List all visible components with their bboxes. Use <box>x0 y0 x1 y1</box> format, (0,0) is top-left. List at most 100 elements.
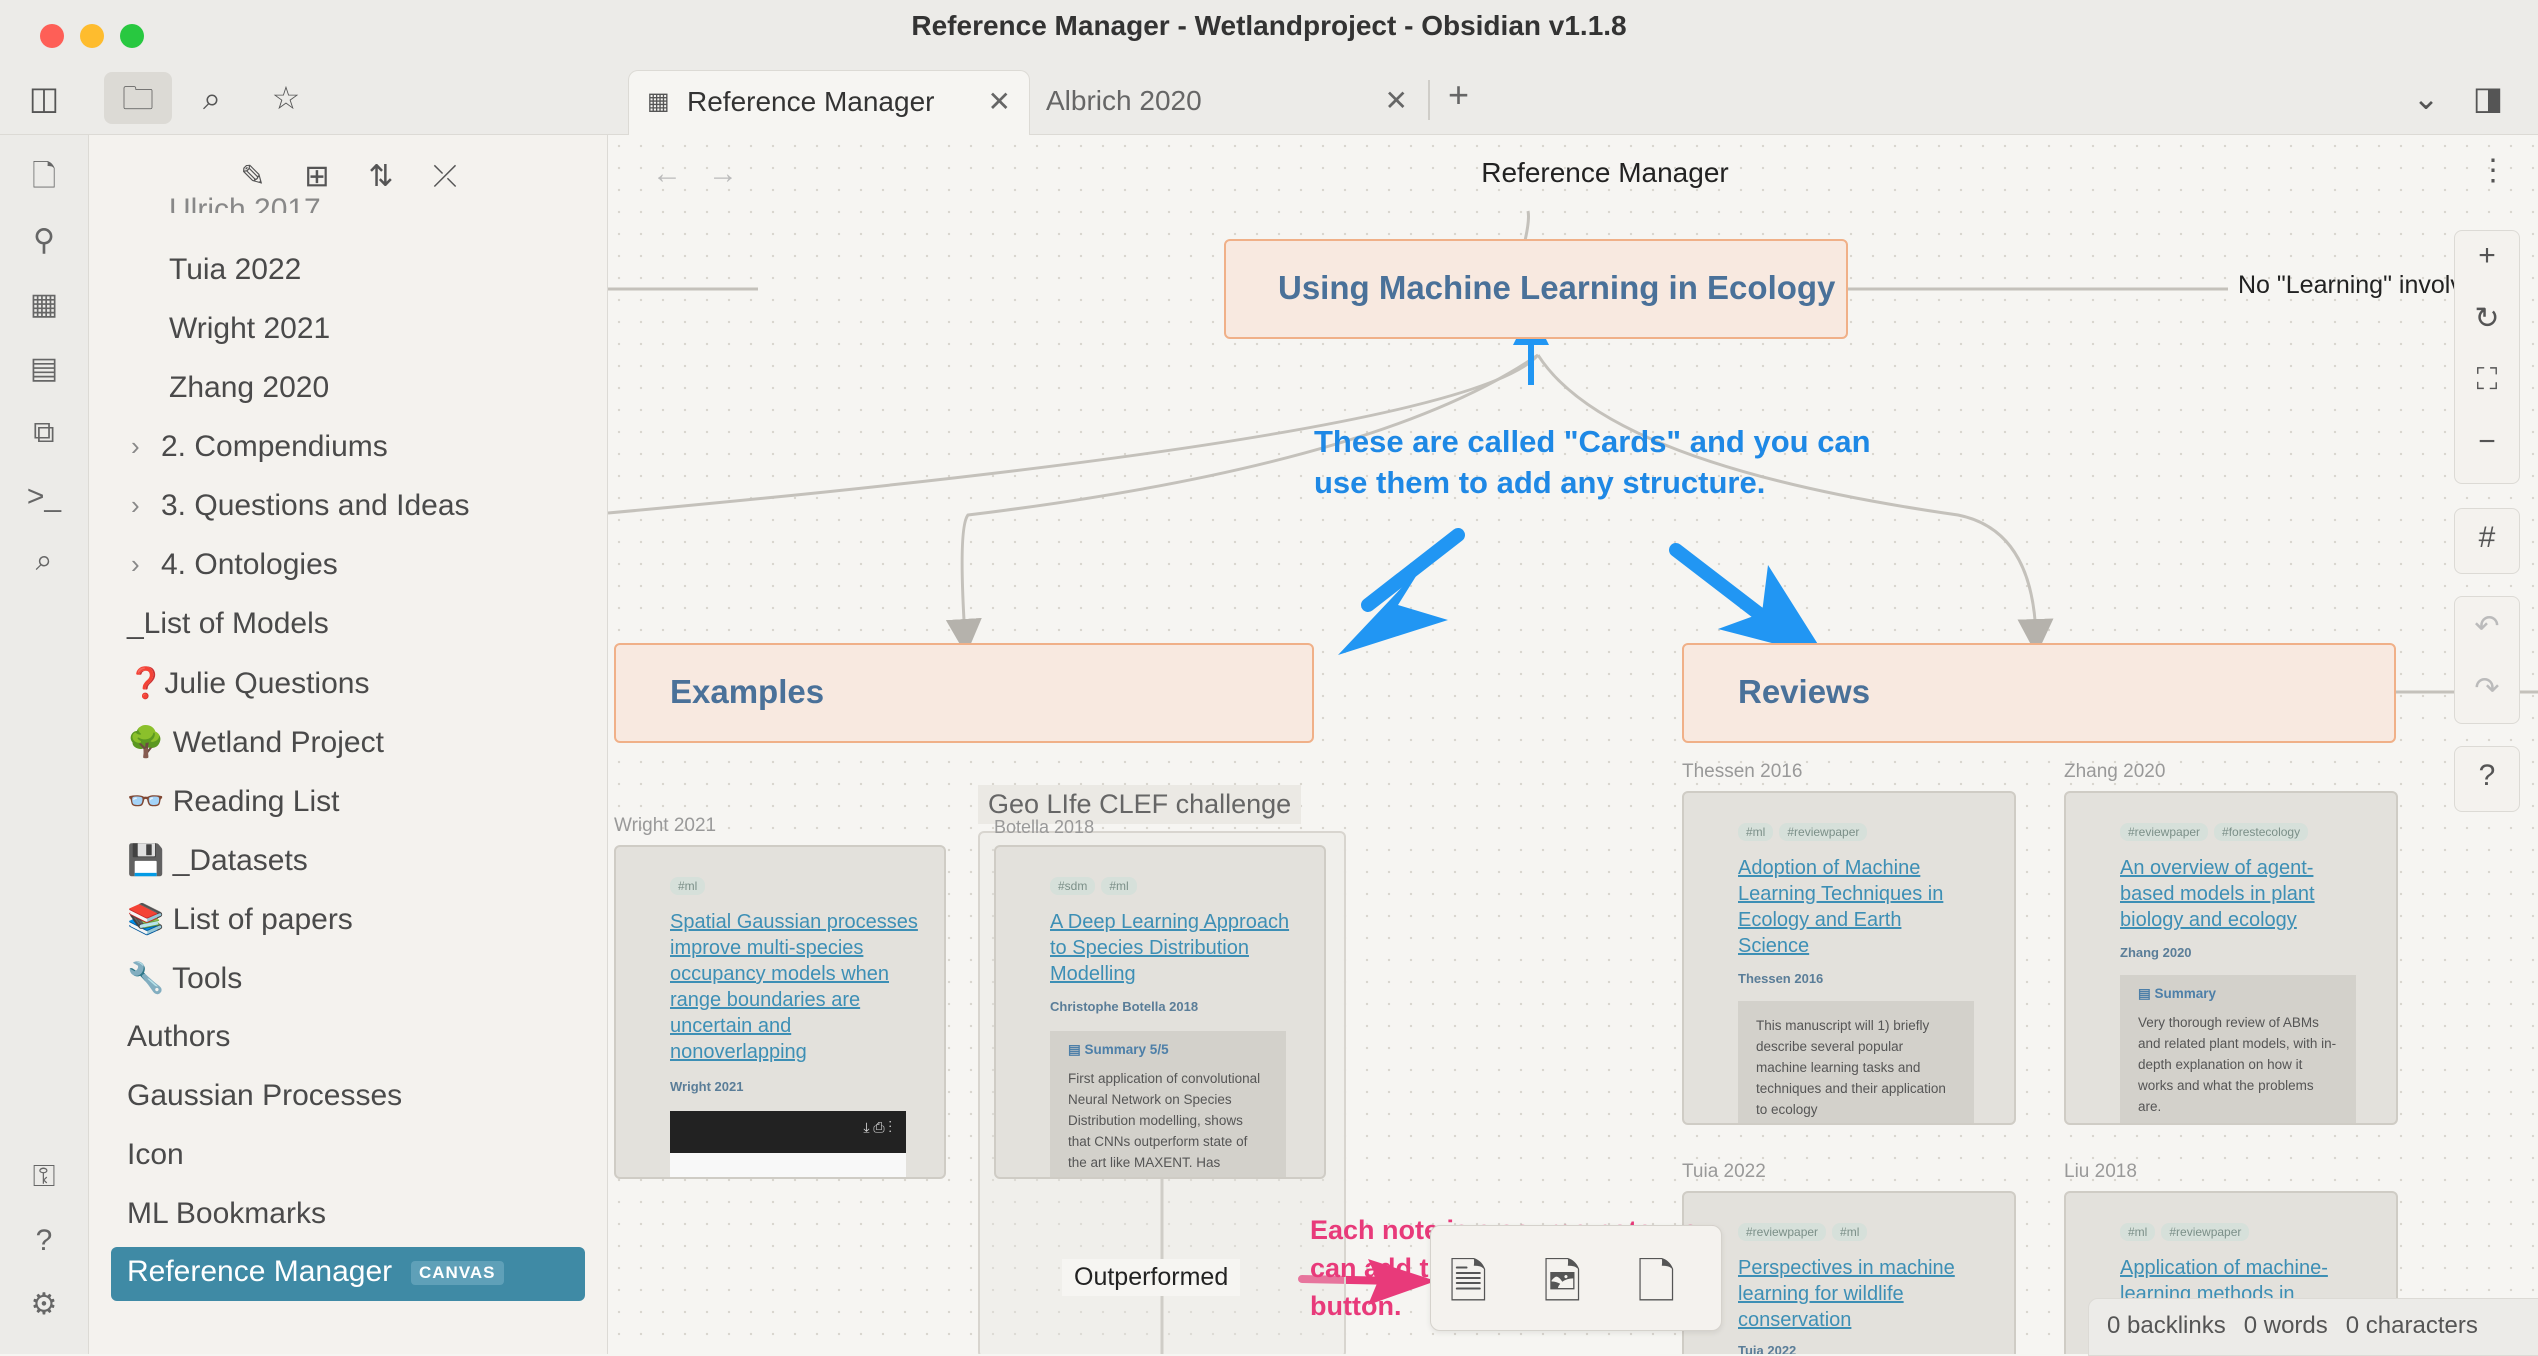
sidebar-item[interactable]: 🌳 Wetland Project <box>127 725 384 760</box>
card-using-ml-in-ecology[interactable]: Using Machine Learning in Ecology <box>1224 239 1848 339</box>
tab-albrich-2020[interactable]: Albrich 2020 ✕ <box>1030 70 1430 134</box>
note-card-zhang-2020[interactable]: #reviewpaper#forestecology An overview o… <box>2064 791 2398 1125</box>
note-file-name: Liu 2018 <box>2064 1161 2137 1182</box>
folder-questions-ideas[interactable]: 3. Questions and Ideas <box>161 489 470 522</box>
sidebar-toggle-icon[interactable]: ◫ <box>28 80 60 116</box>
paper-title-link[interactable]: Adoption of Machine Learning Techniques … <box>1738 857 1944 957</box>
card-reviews[interactable]: Reviews <box>1682 643 2396 743</box>
help-icon[interactable]: ? <box>35 1224 53 1257</box>
more-options-icon[interactable]: ⋮ <box>2478 154 2508 187</box>
search-icon[interactable]: ⌕ <box>35 544 53 577</box>
collapse-all-icon[interactable]: ⤫ <box>433 160 457 193</box>
sidebar-item[interactable]: 💾 _Datasets <box>127 843 308 878</box>
close-tab-icon[interactable]: ✕ <box>987 86 1011 117</box>
sidebar-item[interactable]: 📚 List of papers <box>127 902 353 937</box>
new-note-icon[interactable]: ✎ <box>240 160 266 193</box>
note-card-wright-2021[interactable]: #ml Spatial Gaussian processes improve m… <box>614 845 946 1179</box>
card-examples[interactable]: Examples <box>614 643 1314 743</box>
paper-title-link[interactable]: Spatial Gaussian processes improve multi… <box>670 911 918 1063</box>
tab-reference-manager[interactable]: ▦ Reference Manager ✕ <box>628 70 1030 135</box>
reset-zoom-icon[interactable]: ↻ <box>2474 302 2500 335</box>
paper-title-link[interactable]: A Deep Learning Approach to Species Dist… <box>1050 911 1290 985</box>
file-item[interactable]: Wright 2021 <box>169 312 331 345</box>
search-icon[interactable]: ⌕ <box>203 80 221 116</box>
open-quick-switcher-icon[interactable]: 🗋 <box>31 160 57 193</box>
minimize-window-button[interactable] <box>80 24 104 48</box>
folder-ontologies[interactable]: 4. Ontologies <box>161 548 338 581</box>
item-label: _List of Models <box>127 607 329 640</box>
settings-gear-icon[interactable]: ⚙ <box>30 1288 58 1321</box>
canvas-view[interactable]: ← → Reference Manager ⋮ No "Learning" in… <box>608 135 2538 1354</box>
new-tab-icon[interactable]: + <box>1448 74 1470 115</box>
sidebar-item[interactable]: Gaussian Processes <box>127 1079 403 1112</box>
graph-view-icon[interactable]: ⚲ <box>33 224 55 257</box>
templates-icon[interactable]: ⧉ <box>33 416 55 449</box>
annotation-line: These are called "Cards" and you can <box>1314 424 1871 459</box>
chevron-right-icon[interactable]: › <box>131 431 140 461</box>
back-arrow-icon[interactable]: ← <box>652 157 682 190</box>
forward-arrow-icon[interactable]: → <box>708 157 738 190</box>
undo-icon[interactable]: ↶ <box>2474 610 2500 643</box>
file-explorer-button[interactable] <box>104 72 172 124</box>
new-folder-icon[interactable]: ⊞ <box>304 160 330 193</box>
zoom-to-fit-icon[interactable]: ⛶ <box>2476 363 2498 396</box>
close-window-button[interactable] <box>40 24 64 48</box>
file-item[interactable]: Zhang 2020 <box>169 371 330 404</box>
summary-icon: ▤ <box>2138 986 2151 1001</box>
snap-to-grid-icon[interactable]: # <box>2478 521 2496 554</box>
question-icon: ❓ <box>127 667 165 700</box>
sidebar-item[interactable]: ML Bookmarks <box>127 1197 326 1230</box>
paper-title-link[interactable]: An overview of agent-based models in pla… <box>2120 857 2315 931</box>
add-blank-card-icon[interactable]: 🗋 <box>1637 1256 1676 1309</box>
file-item[interactable]: Ulrich 2017 <box>169 193 321 213</box>
tab-list-chevron-icon[interactable]: ⌄ <box>2412 80 2440 116</box>
item-label: Reference Manager <box>127 1255 393 1288</box>
command-palette-icon[interactable]: >_ <box>26 480 62 513</box>
close-tab-icon[interactable]: ✕ <box>1384 85 1408 116</box>
canvas-icon[interactable]: ▦ <box>29 288 59 321</box>
chevron-right-icon[interactable]: › <box>131 549 140 579</box>
group-label: Geo LIfe CLEF challenge <box>978 785 1302 824</box>
card-label: Reviews <box>1738 673 1871 710</box>
sidebar-item[interactable]: Icon <box>127 1138 184 1171</box>
redo-icon[interactable]: ↷ <box>2474 672 2500 705</box>
sort-icon[interactable]: ⇅ <box>368 160 394 193</box>
pdf-toolbar-icons[interactable]: ⤓ ⎙ ⋮ <box>863 1119 892 1135</box>
note-card-thessen-2016[interactable]: #ml#reviewpaper Adoption of Machine Lear… <box>1682 791 2016 1125</box>
summary-callout: ▤ Summary Very thorough review of ABMs a… <box>2120 975 2356 1123</box>
calendar-icon[interactable]: ▤ <box>29 352 59 385</box>
tag: #sdm <box>1050 877 1096 895</box>
pdf-embed[interactable]: ⤓ ⎙ ⋮ <box>670 1111 906 1177</box>
help-icon[interactable]: ? <box>2478 759 2496 792</box>
folder-icon[interactable]: 🗀 <box>121 80 154 116</box>
tree-icon: 🌳 <box>127 726 165 759</box>
sidebar-item-reference-manager[interactable]: Reference Manager CANVAS <box>111 1247 585 1301</box>
paper-title-link[interactable]: Perspectives in machine learning for wil… <box>1738 1257 1955 1331</box>
add-note-card-icon[interactable]: 🗎 <box>1449 1256 1488 1309</box>
sidebar-item[interactable]: 🔧 Tools <box>127 961 242 996</box>
glasses-icon: 👓 <box>127 785 165 818</box>
file-item[interactable]: Tuia 2022 <box>169 253 302 286</box>
right-sidebar-toggle-icon[interactable]: ◨ <box>2472 80 2504 116</box>
item-label: List of papers <box>172 903 353 936</box>
canvas-icon: ▦ <box>647 88 670 115</box>
zoom-window-button[interactable] <box>120 24 144 48</box>
bookmark-star-icon[interactable]: ☆ <box>271 80 301 116</box>
zoom-in-icon[interactable]: + <box>2478 239 2496 272</box>
sidebar-item[interactable]: _List of Models <box>127 607 329 641</box>
add-media-card-icon[interactable]: 🖻 <box>1543 1256 1582 1309</box>
sidebar-item[interactable]: Authors <box>127 1020 231 1053</box>
folder-compendiums[interactable]: 2. Compendiums <box>161 430 388 463</box>
zoom-out-icon[interactable]: − <box>2478 425 2496 458</box>
note-card-botella-2018[interactable]: #sdm#ml A Deep Learning Approach to Spec… <box>994 845 1326 1179</box>
note-file-name: Zhang 2020 <box>2064 761 2166 782</box>
note-file-name: Thessen 2016 <box>1682 761 1803 782</box>
chevron-right-icon[interactable]: › <box>131 490 140 520</box>
author: Wright 2021 <box>670 1079 744 1094</box>
edge-label-outperformed: Outperformed <box>1062 1259 1241 1296</box>
sidebar-item[interactable]: 👓 Reading List <box>127 784 339 819</box>
backlinks-count[interactable]: 0 backlinks <box>2107 1312 2226 1339</box>
vault-switcher-icon[interactable]: ⚿ <box>32 1160 56 1193</box>
sidebar-item[interactable]: ❓Julie Questions <box>127 666 369 701</box>
note-card-tuia-2022[interactable]: #reviewpaper#ml Perspectives in machine … <box>1682 1191 2016 1354</box>
